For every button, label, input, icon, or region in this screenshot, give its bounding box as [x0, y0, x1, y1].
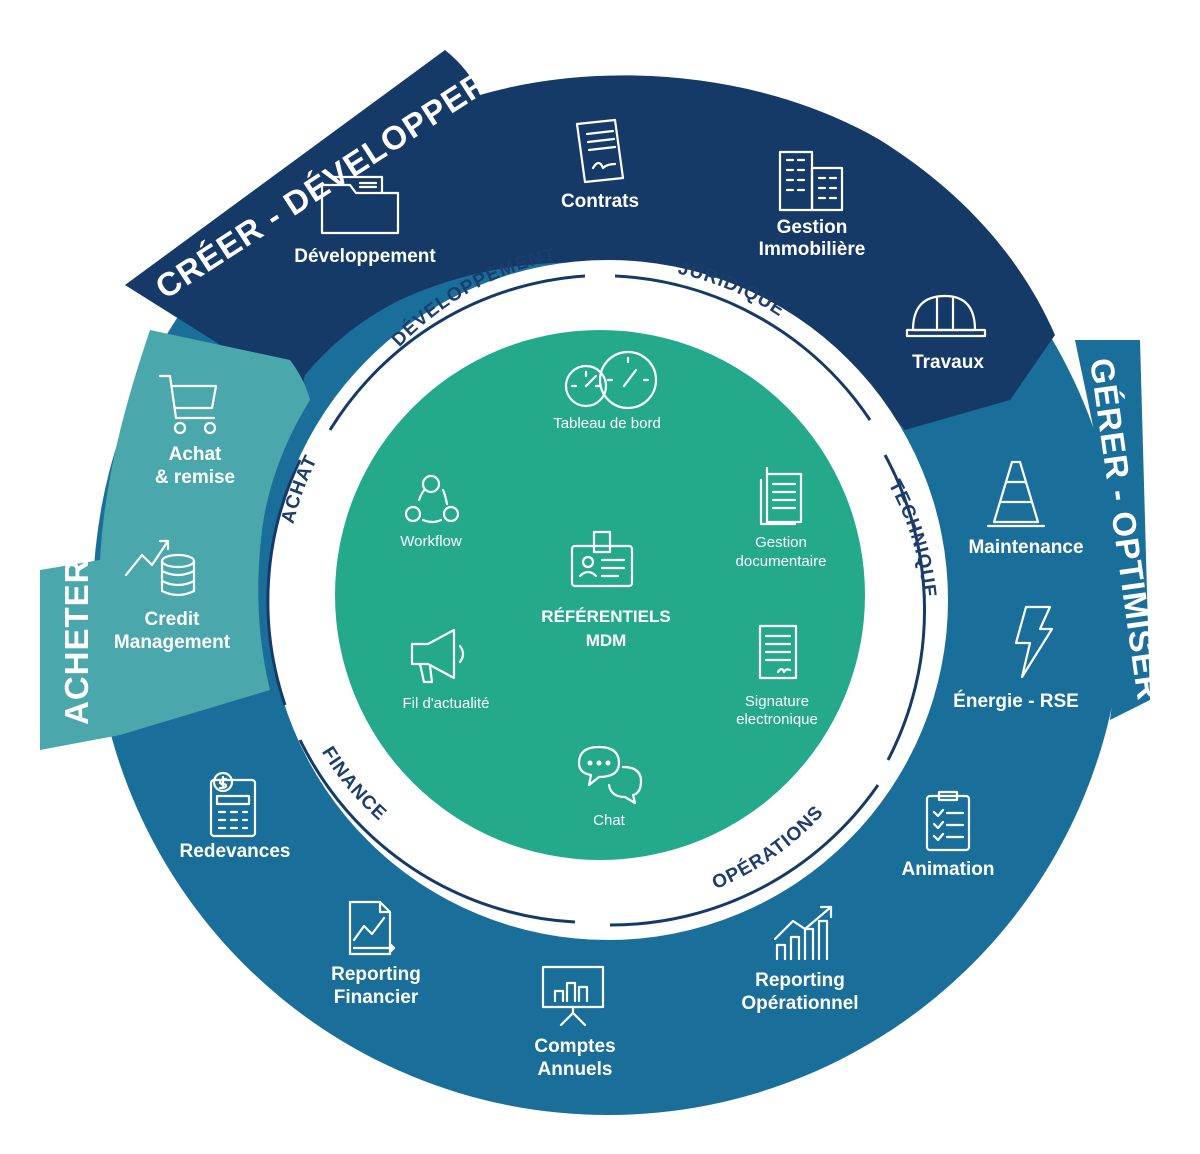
growth-bars-icon	[773, 905, 833, 961]
dashboard-gauge-icon	[564, 350, 658, 410]
center-circle	[335, 330, 865, 860]
workflow-people-icon	[404, 474, 460, 524]
center-label-chat: Chat	[593, 812, 626, 829]
outer-label-achat-2: & remise	[155, 467, 235, 488]
coins-growth-icon	[124, 539, 196, 597]
section-label-acheter: ACHETER	[58, 558, 95, 725]
outer-label-reporting-op-1: Reporting	[755, 970, 845, 991]
center-label-signature-2: electronique	[736, 711, 818, 728]
center-label-gestion-doc-2: documentaire	[736, 553, 827, 570]
outer-label-reporting-fin-2: Financier	[334, 987, 419, 1008]
center-label-tableau: Tableau de bord	[553, 415, 661, 432]
document-stack-icon	[759, 466, 803, 526]
outer-label-comptes-1: Comptes	[534, 1036, 615, 1057]
center-label-signature-1: Signature	[745, 693, 809, 710]
lightning-icon	[1014, 605, 1054, 679]
id-badge-icon	[570, 530, 634, 588]
outer-label-energie: Énergie - RSE	[953, 690, 1079, 712]
outer-label-reporting-fin-1: Reporting	[331, 964, 421, 985]
outer-label-gestion-immo-2: Immobilière	[759, 239, 866, 260]
signed-document-icon	[758, 624, 798, 680]
calculator-icon	[209, 771, 257, 838]
cart-icon	[158, 374, 218, 435]
outer-label-contrats: Contrats	[561, 191, 639, 212]
center-label-gestion-doc-1: Gestion	[755, 534, 807, 551]
helmet-icon	[905, 294, 987, 338]
center-title-2: MDM	[586, 631, 627, 650]
center-title-1: RÉFÉRENTIELS	[541, 607, 670, 626]
contract-icon	[575, 118, 625, 184]
building-icon	[778, 150, 844, 212]
easel-chart-icon	[541, 965, 605, 1027]
sector-creer	[125, 50, 1055, 430]
sector-acheter	[40, 330, 310, 750]
outer-label-credit-2: Management	[114, 632, 231, 653]
outer-label-comptes-2: Annuels	[538, 1059, 613, 1080]
folder-icon	[320, 175, 400, 235]
outer-label-animation: Animation	[902, 859, 995, 880]
outer-label-travaux: Travaux	[912, 352, 984, 373]
sector-gerer-tab	[1075, 340, 1150, 720]
report-chart-icon	[348, 900, 396, 956]
clipboard-icon	[925, 790, 971, 852]
center-label-fil: Fil d'actualité	[402, 695, 489, 712]
outer-label-redevances: Redevances	[180, 841, 291, 862]
ring-lines	[266, 274, 927, 927]
outer-label-credit-1: Credit	[145, 609, 201, 630]
outer-label-gestion-immo-1: Gestion	[777, 217, 848, 238]
cone-icon	[986, 460, 1046, 528]
outer-label-reporting-op-2: Opérationnel	[741, 993, 858, 1014]
outer-label-developpement: Développement	[294, 246, 436, 267]
outer-label-maintenance: Maintenance	[968, 537, 1083, 558]
outer-label-achat-1: Achat	[169, 444, 222, 465]
center-label-workflow: Workflow	[400, 533, 462, 550]
megaphone-icon	[410, 628, 465, 684]
chat-bubbles-icon	[577, 745, 643, 805]
